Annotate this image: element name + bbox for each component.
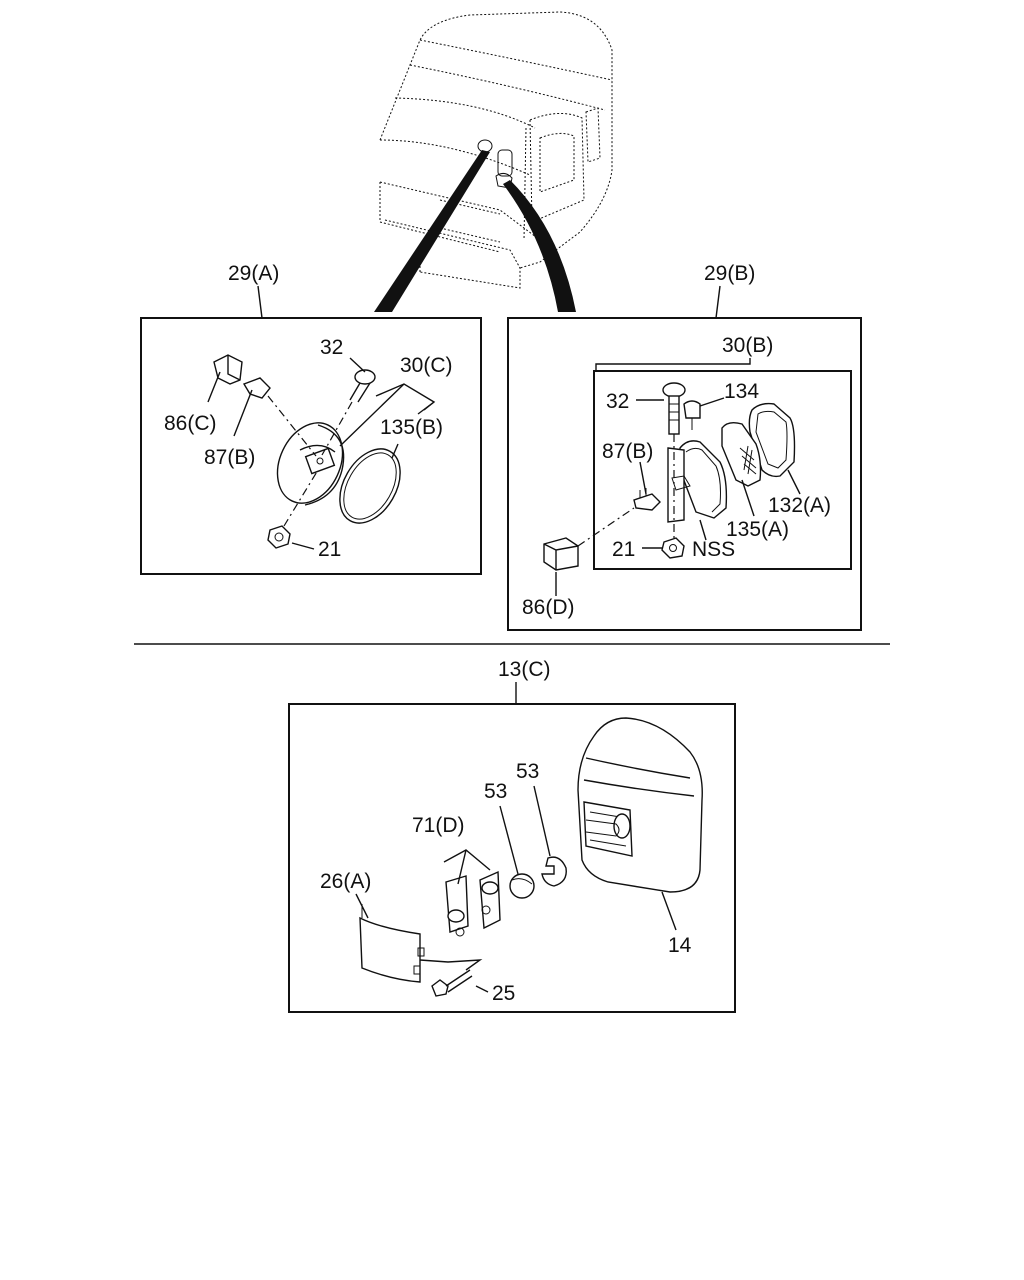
spring-87b xyxy=(242,377,271,399)
callout-32b: 32 xyxy=(606,390,629,413)
callout-71d: 71(D) xyxy=(412,814,465,837)
bracket-71d xyxy=(445,870,501,937)
box-13c: 13(C) xyxy=(288,658,736,1013)
cap-53-right xyxy=(541,856,567,887)
callout-132a: 132(A) xyxy=(768,494,831,517)
callout-21b: 21 xyxy=(612,538,635,561)
callout-87b-a: 87(B) xyxy=(204,446,255,469)
box-30b xyxy=(593,370,852,570)
callout-53b: 53 xyxy=(516,760,539,783)
cover-26a xyxy=(359,916,421,983)
callout-29a: 29(A) xyxy=(228,262,279,285)
cap-53-left xyxy=(509,873,535,899)
housing-14 xyxy=(577,717,703,893)
nut-21b xyxy=(661,537,685,559)
callout-135b: 135(B) xyxy=(380,416,443,439)
callout-25: 25 xyxy=(492,982,515,1005)
callout-26a: 26(A) xyxy=(320,870,371,893)
callout-21a: 21 xyxy=(318,538,341,561)
callout-13c: 13(C) xyxy=(498,658,551,681)
block-86d xyxy=(543,537,579,571)
callout-86c: 86(C) xyxy=(164,412,217,435)
lamp-housing-b xyxy=(679,440,728,519)
callout-nss: NSS xyxy=(692,538,735,561)
lamp-30c xyxy=(276,422,345,506)
bulb-134 xyxy=(683,400,701,419)
callout-30b: 30(B) xyxy=(722,334,773,357)
screw-25 xyxy=(431,969,473,997)
box-29a: 29(A) xyxy=(140,262,482,575)
callout-134: 134 xyxy=(724,380,759,403)
callout-29b: 29(B) xyxy=(704,262,755,285)
pointer-wedge-left xyxy=(374,150,490,312)
gasket-135b xyxy=(339,448,401,524)
box-29b: 29(B) 30(B) xyxy=(507,262,862,631)
clip-87b xyxy=(633,493,661,511)
callout-30c: 30(C) xyxy=(400,354,453,377)
screw-32a xyxy=(349,369,376,403)
callout-14: 14 xyxy=(668,934,692,957)
callout-87b-b: 87(B) xyxy=(602,440,653,463)
callout-53a: 53 xyxy=(484,780,507,803)
callout-86d: 86(D) xyxy=(522,596,575,619)
screw-32b xyxy=(662,382,686,398)
truck-cab-illustration xyxy=(379,11,613,289)
pointer-wedge-right xyxy=(503,180,576,312)
lens-frame-132a xyxy=(748,402,796,478)
nut-21a xyxy=(267,525,291,549)
callout-135a: 135(A) xyxy=(726,518,789,541)
callout-32a: 32 xyxy=(320,336,343,359)
